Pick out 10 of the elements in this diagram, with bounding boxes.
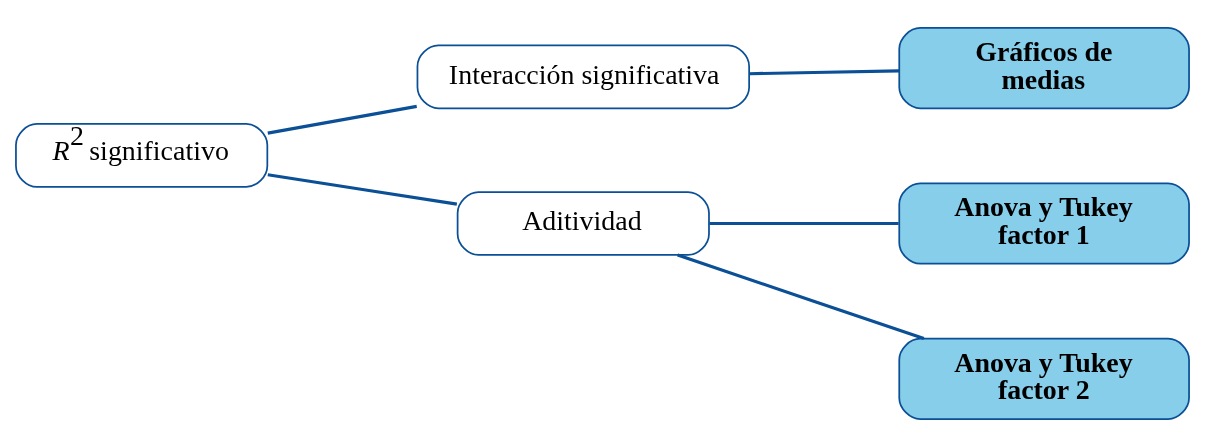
node-box: Interacción significativa (416, 44, 750, 109)
connector (267, 104, 417, 135)
connector (749, 68, 900, 75)
connector (709, 221, 899, 225)
node-box: Aditividad (456, 190, 710, 256)
node-box: Anova y Tukey factor 1 (898, 181, 1190, 265)
node-box: Anova y Tukey factor 2 (898, 337, 1190, 420)
connector (267, 172, 458, 206)
connector (677, 252, 925, 340)
node-box: Gráficos de medias (898, 26, 1190, 109)
